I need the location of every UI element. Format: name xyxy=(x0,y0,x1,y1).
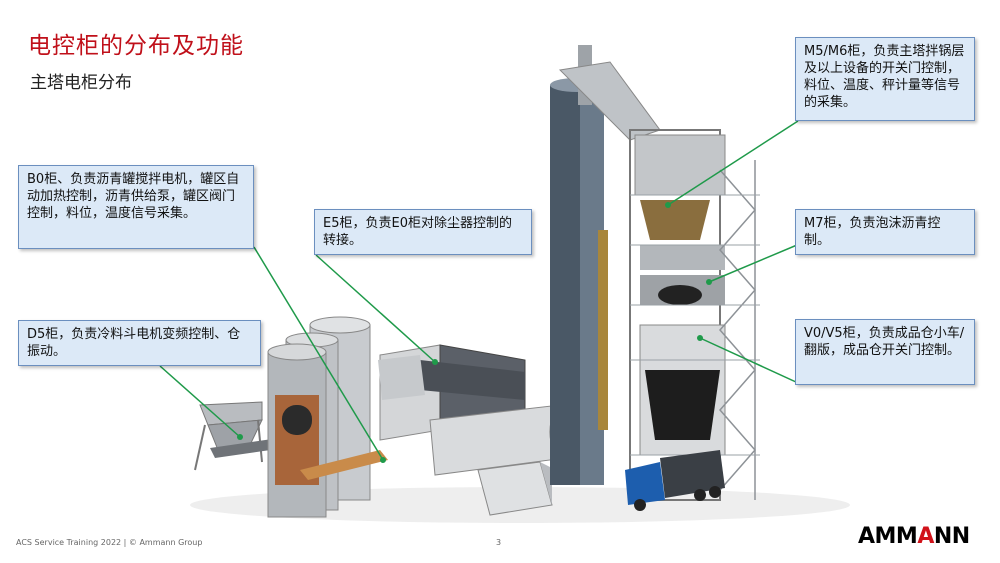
footer-text: ACS Service Training 2022 | © Ammann Gro… xyxy=(16,538,203,547)
slide-title: 电控柜的分布及功能 xyxy=(28,33,244,59)
callout-b0: B0柜、负责沥青罐搅拌电机，罐区自动加热控制，沥青供给泵，罐区阀门控制，料位，温… xyxy=(18,165,254,249)
page-number: 3 xyxy=(496,538,502,547)
control-container xyxy=(477,461,553,516)
truck xyxy=(625,450,725,511)
callout-m5-m6: M5/M6柜，负责主塔拌锅层及以上设备的开关门控制，料位、温度、秤计量等信号的采… xyxy=(795,37,975,121)
main-tower xyxy=(629,129,760,501)
ammann-logo: AMMANN xyxy=(858,524,970,549)
filler-silo xyxy=(550,78,608,485)
slide-subtitle: 主塔电柜分布 xyxy=(30,73,132,93)
callout-e5: E5柜，负责E0柜对除尘器控制的转接。 xyxy=(314,209,532,255)
dust-collector xyxy=(378,344,526,441)
leader-lines xyxy=(159,120,799,461)
bitumen-tanks xyxy=(267,316,388,518)
callout-v0-v5: V0/V5柜，负责成品仓小车/翻版，成品仓开关门控制。 xyxy=(795,319,975,385)
callout-d5: D5柜，负责冷料斗电机变频控制、仓振动。 xyxy=(18,320,261,366)
callout-m7: M7柜，负责泡沫沥青控制。 xyxy=(795,209,975,255)
